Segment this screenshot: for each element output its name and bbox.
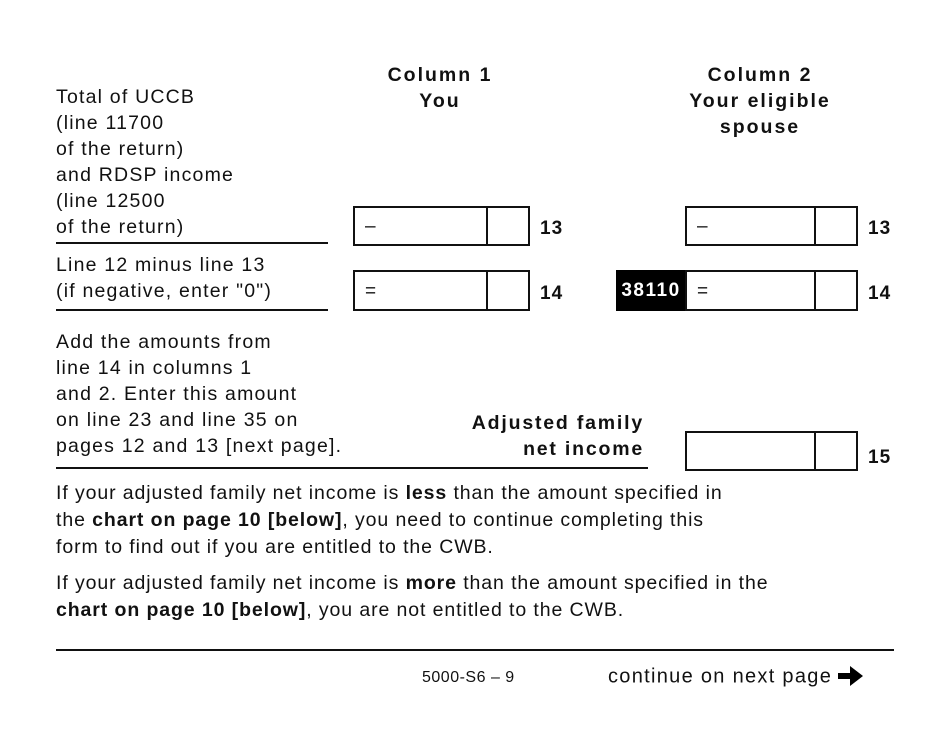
- label-line: (if negative, enter "0"): [56, 280, 273, 302]
- line-13-number-col2: 13: [868, 218, 892, 239]
- column-1-subtitle: You: [419, 90, 461, 112]
- bold-text: chart on page 10 [below]: [92, 509, 343, 531]
- line-code-tag: 38110: [616, 270, 686, 311]
- text: form to find out if you are entitled to …: [56, 536, 494, 558]
- cents-divider: [814, 272, 816, 309]
- cents-divider: [814, 433, 816, 469]
- equals-sign: =: [697, 281, 709, 302]
- label-line: Adjusted family: [471, 412, 644, 434]
- footer-rule: [56, 649, 894, 651]
- right-arrow-icon: [836, 664, 864, 693]
- text: , you need to continue completing this: [342, 509, 704, 531]
- label-line: of the return): [56, 216, 185, 238]
- continue-text: continue on next page: [608, 665, 833, 688]
- bold-text: less: [405, 482, 448, 504]
- column-2-header: Column 2 Your eligible spouse: [660, 62, 860, 140]
- cents-divider: [486, 208, 488, 244]
- label-line: and RDSP income: [56, 164, 235, 186]
- line-13-col1-amount-field[interactable]: –: [353, 206, 530, 246]
- line-15-number: 15: [868, 447, 892, 468]
- minus-sign: –: [697, 216, 708, 237]
- text: than the amount specified in: [447, 482, 723, 504]
- label-line: net income: [523, 438, 644, 460]
- line-14-underline: [56, 309, 328, 311]
- line-13-label: Total of UCCB (line 11700 of the return)…: [56, 84, 234, 240]
- label-line: (line 12500: [56, 190, 166, 212]
- adjusted-family-net-income-label: Adjusted family net income: [430, 410, 644, 462]
- text: than the amount specified in the: [456, 572, 769, 594]
- cents-divider: [486, 272, 488, 309]
- text: , you are not entitled to the CWB.: [306, 599, 625, 621]
- text: the: [56, 509, 93, 531]
- text: If your adjusted family net income is: [56, 482, 406, 504]
- bold-text: more: [405, 572, 457, 594]
- line-15-instructions: Add the amounts from line 14 in columns …: [56, 329, 342, 459]
- line-14-col2-amount-field[interactable]: =: [685, 270, 858, 311]
- column-2-subtitle-line1: Your eligible: [689, 90, 831, 112]
- instruction-line: and 2. Enter this amount: [56, 383, 298, 405]
- text: If your adjusted family net income is: [56, 572, 406, 594]
- column-2-subtitle-line2: spouse: [719, 116, 801, 138]
- form-page-code: 5000-S6 – 9: [422, 669, 515, 686]
- line-15-underline: [56, 467, 648, 469]
- column-2-title: Column 2: [707, 64, 813, 86]
- column-1-title: Column 1: [387, 64, 493, 86]
- instruction-line: line 14 in columns 1: [56, 357, 253, 379]
- note-more-than: If your adjusted family net income is mo…: [56, 570, 768, 624]
- line-13-number-col1: 13: [540, 218, 564, 239]
- label-line: Total of UCCB: [56, 86, 196, 108]
- cents-divider: [814, 208, 816, 244]
- equals-sign: =: [365, 281, 377, 302]
- label-line: (line 11700: [56, 112, 165, 134]
- column-1-header: Column 1 You: [360, 62, 520, 114]
- line-14-label: Line 12 minus line 13 (if negative, ente…: [56, 252, 272, 304]
- instruction-line: Add the amounts from: [56, 331, 272, 353]
- note-less-than: If your adjusted family net income is le…: [56, 480, 723, 561]
- line-13-underline: [56, 242, 328, 244]
- label-line: Line 12 minus line 13: [56, 254, 266, 276]
- line-14-number-col2: 14: [868, 283, 892, 304]
- line-14-number-col1: 14: [540, 283, 564, 304]
- bold-text: chart on page 10 [below]: [56, 599, 307, 621]
- minus-sign: –: [365, 216, 376, 237]
- instruction-line: on line 23 and line 35 on: [56, 409, 299, 431]
- instruction-line: pages 12 and 13 [next page].: [56, 435, 343, 457]
- line-15-amount-field[interactable]: [685, 431, 858, 471]
- line-14-col1-amount-field[interactable]: =: [353, 270, 530, 311]
- line-13-col2-amount-field[interactable]: –: [685, 206, 858, 246]
- continue-on-next-page: continue on next page: [608, 664, 864, 693]
- label-line: of the return): [56, 138, 185, 160]
